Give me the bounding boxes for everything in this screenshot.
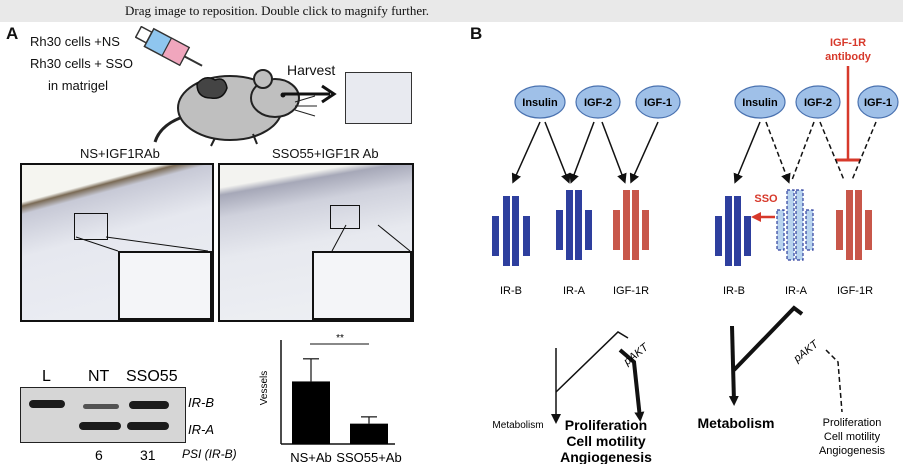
psi-value-nt: 6 (95, 447, 103, 463)
chart-bar (292, 381, 330, 444)
gel-band-nt-ira (79, 422, 121, 430)
mouse-illustration (135, 26, 317, 147)
ligand-label: IGF-2 (804, 97, 832, 109)
receptor-irb-left (492, 196, 530, 266)
receptor-label: IR-A (785, 285, 808, 297)
pakt-label-right: pAKT (791, 338, 822, 366)
significance-marker: ** (336, 333, 344, 344)
harvested-tissue-thumbnail (345, 72, 412, 124)
outcome-motility-left: Cell motility (566, 433, 646, 449)
viewer-toolbar: Drag image to reposition. Double click t… (0, 0, 903, 23)
micrograph-ns-igf1rab (20, 163, 214, 322)
harvest-label: Harvest (287, 62, 336, 78)
receptor-label: IGF-1R (613, 285, 649, 297)
ligand-insulin (514, 85, 566, 119)
ligand-label: IGF-2 (584, 97, 612, 109)
receptor-igf1r-left (613, 190, 649, 260)
outcome-angiogenesis-left: Angiogenesis (560, 449, 652, 464)
outcome-metabolism-right: Metabolism (697, 415, 774, 431)
chart-bar (350, 423, 388, 444)
receptor-ira-right-dashed (776, 189, 814, 261)
panel-b-label: B (470, 24, 483, 43)
receptor-label: IGF-1R (837, 285, 873, 297)
gel-lane-label: L (42, 368, 51, 385)
receptor-irb-right (715, 196, 751, 266)
ligand-igf2 (575, 85, 621, 119)
figure-canvas[interactable]: A Rh30 cells +NS Rh30 cells + SSO in mat… (0, 22, 903, 465)
ligand-insulin (734, 85, 786, 119)
pakt-label-left: pAKT (621, 341, 652, 369)
ligand-label: IGF-1 (864, 97, 892, 109)
zoom-region-box (74, 213, 108, 240)
syringe-icon (135, 26, 203, 67)
antibody-label: antibody (825, 51, 872, 63)
micrograph-right-title: SSO55+IGF1R Ab (272, 146, 379, 161)
harvest-arrow-icon (284, 84, 337, 104)
ligand-label: Insulin (742, 97, 778, 109)
outcome-motility-right: Cell motility (824, 431, 881, 443)
chart-y-axis-label: Vessels (259, 371, 270, 405)
ligand-igf2 (795, 85, 841, 119)
band-label-irb: IR-B (188, 395, 214, 410)
rt-pcr-gel (20, 387, 186, 443)
injection-line-3: in matrigel (48, 78, 108, 93)
magnified-inset (118, 251, 212, 320)
injection-line-1: Rh30 cells +NS (30, 34, 120, 49)
outcome-proliferation-right: Proliferation (823, 417, 882, 429)
gel-band-sso-irb (129, 401, 169, 409)
magnified-inset (312, 251, 412, 320)
receptor-label: IR-A (563, 285, 586, 297)
zoom-region-box (330, 205, 360, 229)
ligand-igf1 (635, 85, 681, 119)
gel-band-ladder (29, 400, 65, 408)
receptor-ira-left (556, 190, 592, 260)
outcome-metabolism-left: Metabolism (492, 420, 543, 431)
tumor-icon (196, 77, 228, 100)
vessels-bar-chart: Vessels ** NS+Ab SSO55+Ab (259, 333, 402, 465)
receptor-igf1r-right (836, 190, 872, 260)
ligand-label: IGF-1 (644, 97, 672, 109)
chart-category-label: SSO55+Ab (336, 450, 401, 465)
ligand-igf1 (857, 85, 899, 119)
psi-value-sso: 31 (140, 447, 156, 463)
psi-label: PSI (IR-B) (182, 447, 237, 461)
panel-a-label: A (6, 24, 19, 43)
antibody-label: IGF-1R (830, 37, 866, 49)
micrograph-sso55-igf1rab (218, 163, 414, 322)
gel-band-sso-ira (127, 422, 169, 430)
micrograph-left-title: NS+IGF1RAb (80, 146, 160, 161)
chart-category-label: NS+Ab (290, 450, 332, 465)
sso-label: SSO (754, 193, 778, 205)
injection-line-2: Rh30 cells + SSO (30, 56, 133, 71)
receptor-label: IR-B (500, 285, 522, 297)
signaling-diagram: Insulin IGF-2 IGF-1 (492, 37, 899, 464)
band-label-ira: IR-A (188, 422, 214, 437)
receptor-label: IR-B (723, 285, 745, 297)
outcome-angiogenesis-right: Angiogenesis (819, 445, 886, 457)
zoom-connector-lines (75, 224, 411, 252)
gel-lane-label: SSO55 (126, 368, 178, 385)
outcome-proliferation-left: Proliferation (565, 417, 647, 433)
gel-lane-label: NT (88, 368, 110, 385)
ligand-label: Insulin (522, 97, 558, 109)
gel-band-nt-irb (83, 404, 119, 409)
viewer-instruction: Drag image to reposition. Double click t… (125, 3, 429, 18)
